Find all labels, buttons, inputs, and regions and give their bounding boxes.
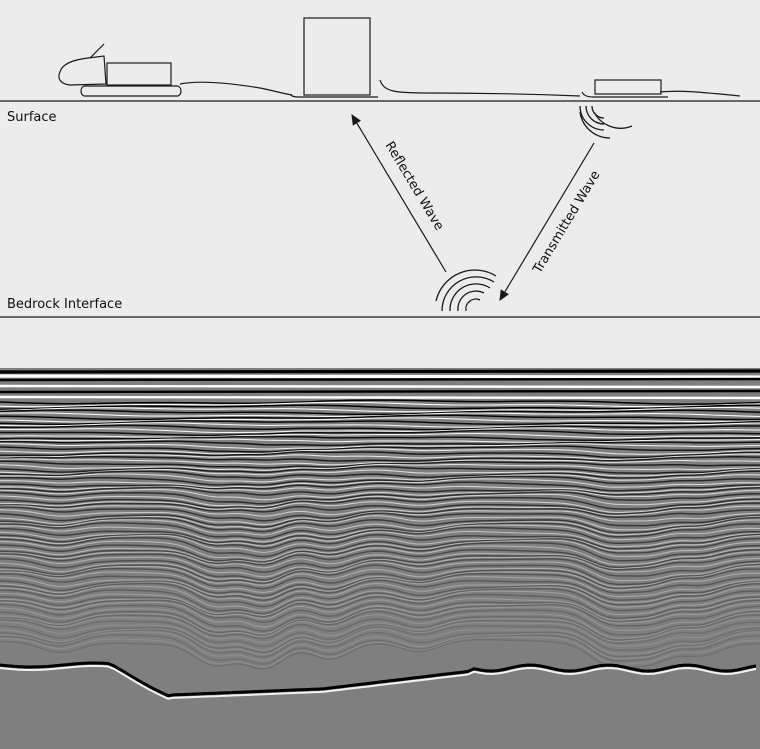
sled-icon — [106, 62, 172, 86]
transmitted-wave-arrow — [499, 142, 595, 302]
bedrock-label: Bedrock Interface — [7, 297, 122, 312]
signal-arcs-icon — [435, 269, 497, 312]
signal-arcs-icon — [579, 105, 633, 139]
transmitted-wave-label: Transmitted Wave — [530, 168, 604, 277]
snowmobile-icon — [58, 43, 182, 97]
radargram-image — [0, 368, 760, 749]
surface-terrain-line — [179, 79, 741, 97]
reflected-wave-arrow — [351, 113, 447, 273]
tall-box-icon — [289, 17, 378, 98]
surface-label: Surface — [7, 110, 57, 125]
antenna-sled-icon — [581, 79, 668, 98]
schematic-panel — [0, 17, 760, 318]
